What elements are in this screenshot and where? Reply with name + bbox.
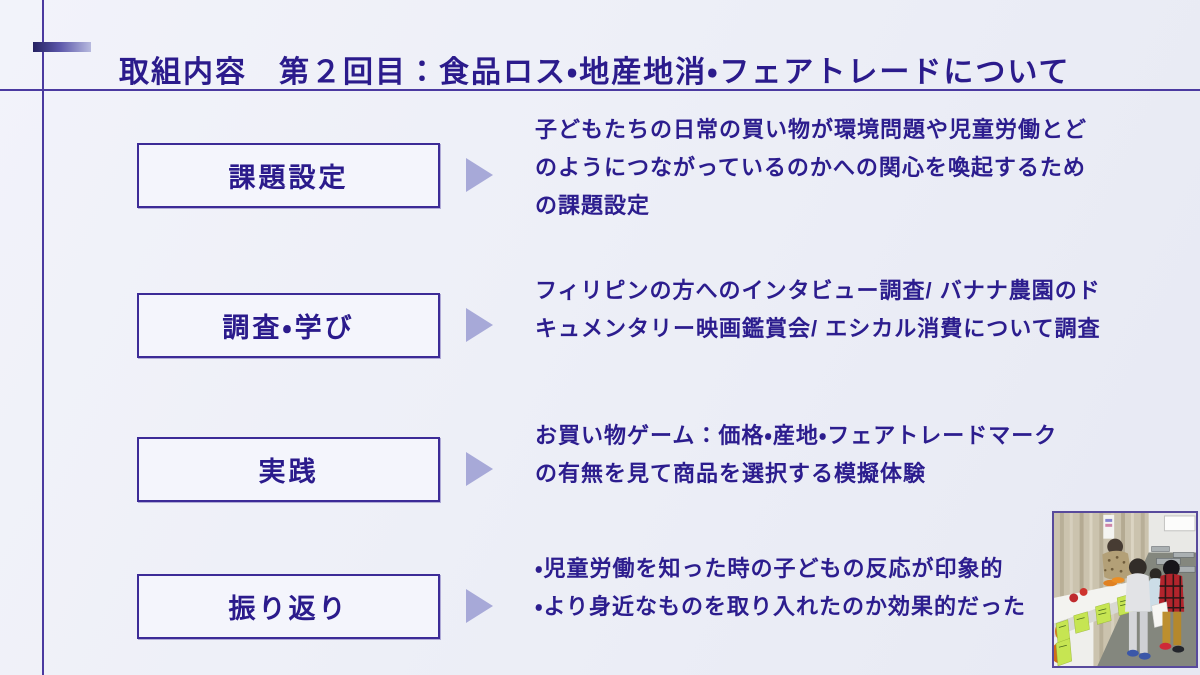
- step-label: 課題設定: [228, 163, 349, 193]
- triangle-right-icon: [466, 158, 493, 192]
- classroom-scene-illustration: [1054, 513, 1196, 666]
- triangle-right-icon: [466, 589, 493, 623]
- vertical-accent-line: [42, 0, 44, 675]
- title-divider-line: [0, 89, 1200, 91]
- step-label: 実践: [258, 457, 319, 487]
- triangle-right-icon: [466, 452, 493, 486]
- triangle-right-icon: [466, 308, 493, 342]
- step-description: お買い物ゲーム：価格・産地・フェアトレードマーク の有無を見て商品を選択する模擬…: [535, 423, 1058, 486]
- step-box-kadai-settei: 課題設定: [137, 143, 440, 208]
- step-description: ・児童労働を知った時の子どもの反応が印象的 ・より身近なものを取り入れたのか効果…: [535, 556, 1027, 619]
- step-description: 子どもたちの日常の買い物が環境問題や児童労働とど のようにつながっているのかへの…: [535, 117, 1088, 218]
- step-box-jissen: 実践: [137, 437, 440, 502]
- page-title: 取組内容 第２回目：食品ロス・地産地消・フェアトレードについて: [119, 56, 1071, 90]
- step-label: 調査・学び: [222, 313, 355, 343]
- title-dash-icon: [33, 42, 91, 52]
- step-box-chousa-manabi: 調査・学び: [137, 293, 440, 358]
- step-label: 振り返り: [228, 594, 349, 624]
- activity-photo: [1052, 511, 1198, 668]
- step-description: フィリピンの方へのインタビュー調査/ バナナ農園のド キュメンタリー映画鑑賞会/…: [535, 278, 1101, 341]
- step-box-furikaeri: 振り返り: [137, 574, 440, 639]
